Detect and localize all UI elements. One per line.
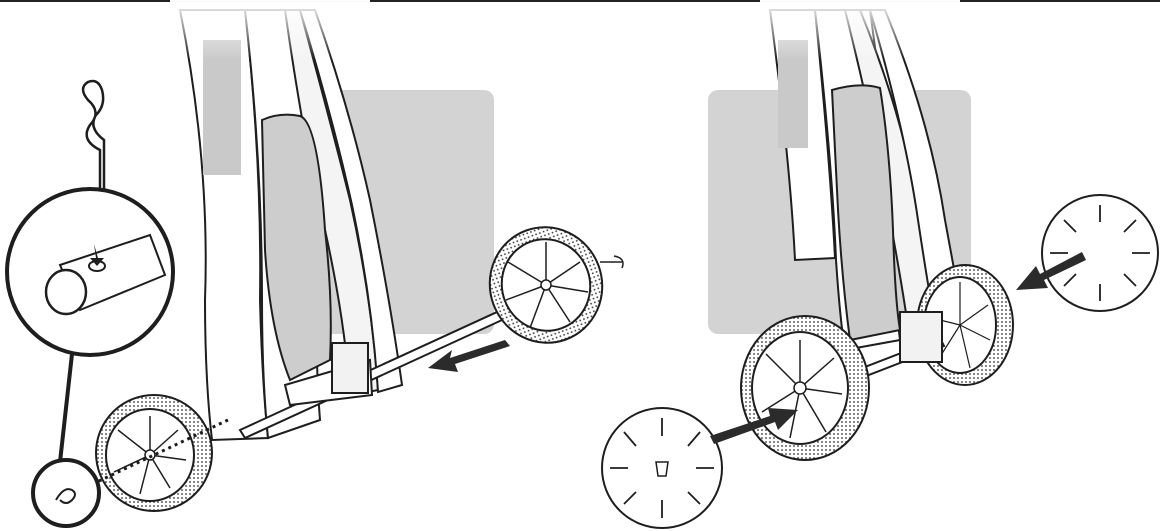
pin-hole-callout [7,189,173,355]
right-panel [602,0,1158,528]
left-removed-wheel [474,211,623,358]
left-frame-shadow [203,40,241,175]
left-panel [7,0,623,526]
left-lower-wheel [96,395,212,511]
clip-callout [33,460,99,526]
callout-connector [60,354,72,462]
hairpin-clip [83,81,104,190]
hubcap-left [602,408,722,528]
left-fade [170,0,370,60]
right-fade [760,0,960,60]
hubcap-right [1042,195,1158,311]
right-front-wheel [741,316,869,460]
